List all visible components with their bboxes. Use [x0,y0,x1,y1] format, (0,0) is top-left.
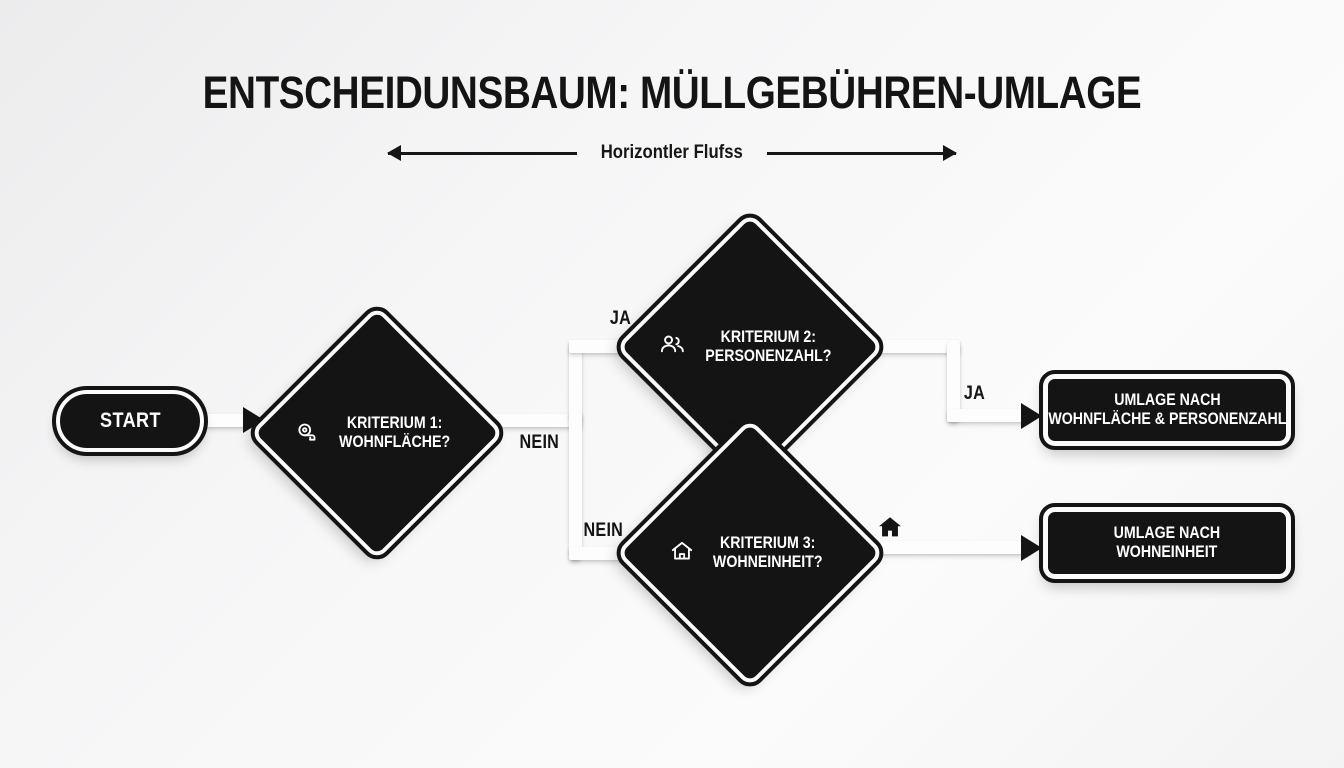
node-criterion2-line1: KRITERIUM 2: [720,327,816,346]
node-result-wohnflaeche-personenzahl[interactable]: UMLAGE NACH WOHNFLÄCHE & PERSONENZAHL [1039,370,1295,450]
connector-start-to-criterion1 [206,414,248,427]
house-icon-decoration [876,513,904,546]
edge-label-criterion2-no: NEIN [583,520,624,541]
arrowhead-to-result1 [1021,403,1042,429]
connector-branch-trunk-up [569,340,582,422]
connector-branch-trunk-down [569,410,582,560]
node-criterion2-line2: PERSONENZAHL? [704,347,832,365]
tape-measure-icon [295,418,321,449]
page-title: ENTSCHEIDUNSBAUM: MÜLLGEBÜHREN-UMLAGE [202,67,1142,118]
node-criterion1-line2: WOHNFLÄCHE? [338,433,451,451]
node-criterion1[interactable]: KRITERIUM 1: WOHNFLÄCHE? [244,300,510,566]
node-criterion3-line1: KRITERIUM 3: [719,533,816,552]
node-criterion1-line1: KRITERIUM 1: [346,413,443,432]
edge-label-criterion1-yes: JA [609,308,632,329]
connector-criterion2-yes-drop [947,340,960,422]
node-result-wohneinheit[interactable]: UMLAGE NACH WOHNEINHEIT [1039,503,1295,583]
node-start[interactable]: START [52,386,208,456]
node-result2-line1: UMLAGE NACH [1113,523,1221,542]
node-result1-line2: WOHNFLÄCHE & PERSONENZAHL [1047,410,1287,428]
right-arrow-icon [766,151,957,155]
edge-label-criterion1-no: NEIN [519,432,560,453]
users-icon [659,331,686,363]
left-arrow-icon [388,151,578,155]
edge-label-criterion2-yes: JA [963,383,986,404]
page-subtitle: Horizontler Flufss [600,142,744,163]
node-start-label: START [99,408,161,432]
node-result2-line2: WOHNEINHEIT [1116,543,1218,561]
connector-criterion2-yes-to-result1 [947,409,1029,422]
house-icon [669,538,695,569]
arrowhead-to-result2 [1021,535,1042,561]
node-criterion3-line2: WOHNEINHEIT? [712,553,823,571]
node-criterion3[interactable]: KRITERIUM 3: WOHNEINHEIT? [609,412,891,694]
node-criterion2[interactable]: KRITERIUM 2: PERSONENZAHL? [609,206,891,488]
connector-criterion3-to-result2 [845,541,1030,554]
flow-direction-indicator: Horizontler Flufss [388,140,957,166]
node-result1-line1: UMLAGE NACH [1113,390,1221,409]
